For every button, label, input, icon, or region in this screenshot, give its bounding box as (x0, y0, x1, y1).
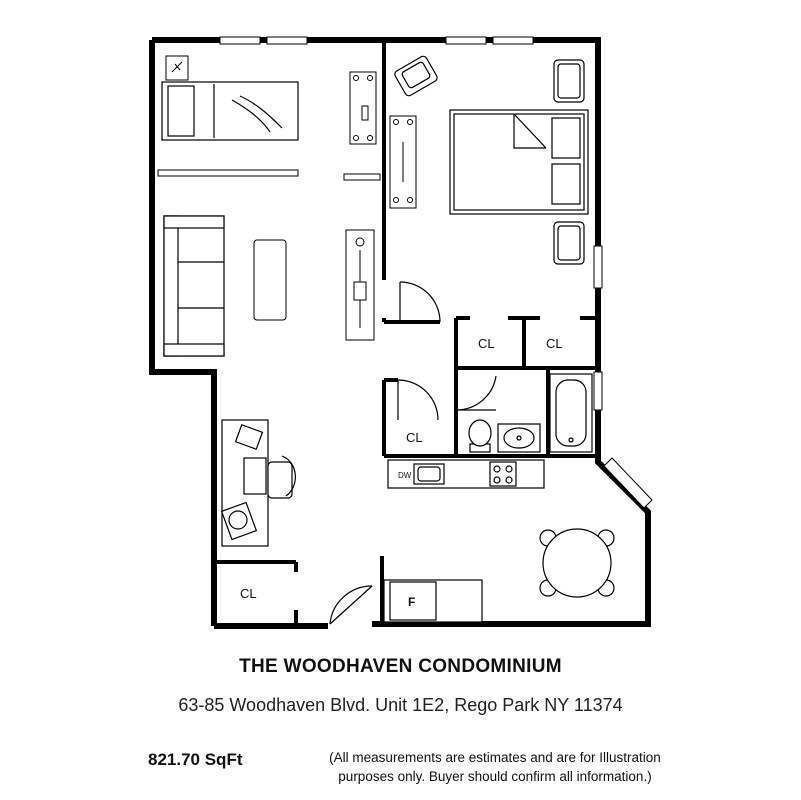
twin-bed (161, 81, 299, 141)
bathroom-sink (497, 423, 541, 453)
divider-rail (157, 169, 381, 181)
coffee-table (253, 239, 287, 321)
bathtub (549, 373, 593, 453)
closet-label-2: CL (546, 336, 563, 351)
disclaimer-line-1: (All measurements are estimates and are … (329, 750, 661, 765)
windows (219, 36, 653, 509)
disclaimer-line-2: purposes only. Buyer should confirm all … (338, 769, 652, 784)
closet-label-3: CL (406, 430, 423, 445)
interior-walls (214, 40, 598, 626)
dining-set (539, 528, 615, 598)
sofa (163, 215, 225, 357)
fridge-label: F (408, 595, 415, 609)
toilet (468, 419, 492, 453)
dishwasher-label: DW (398, 471, 412, 480)
dresser-left (349, 71, 377, 145)
queen-bed (449, 109, 589, 215)
fridge (383, 579, 483, 623)
door-swings (329, 281, 497, 625)
closet-label-1: CL (478, 336, 495, 351)
armchair (394, 55, 438, 97)
desk-chair (267, 455, 296, 499)
tv-console (345, 229, 375, 341)
desk (220, 419, 269, 547)
building-title: THE WOODHAVEN CONDOMINIUM (239, 656, 562, 677)
unit-address: 63-85 Woodhaven Blvd. Unit 1E2, Rego Par… (178, 695, 623, 715)
floor-plan: CL CL CL CL DW F (149, 36, 653, 629)
square-footage: 821.70 SqFt (148, 750, 243, 769)
nightstand-top (553, 59, 585, 103)
dresser-right (389, 115, 417, 209)
nightstand-bottom (553, 221, 585, 265)
kitchen-counter (387, 459, 545, 489)
closet-label-4: CL (240, 586, 257, 601)
disclaimer: (All measurements are estimates and are … (300, 748, 690, 786)
nightstand (165, 55, 189, 81)
